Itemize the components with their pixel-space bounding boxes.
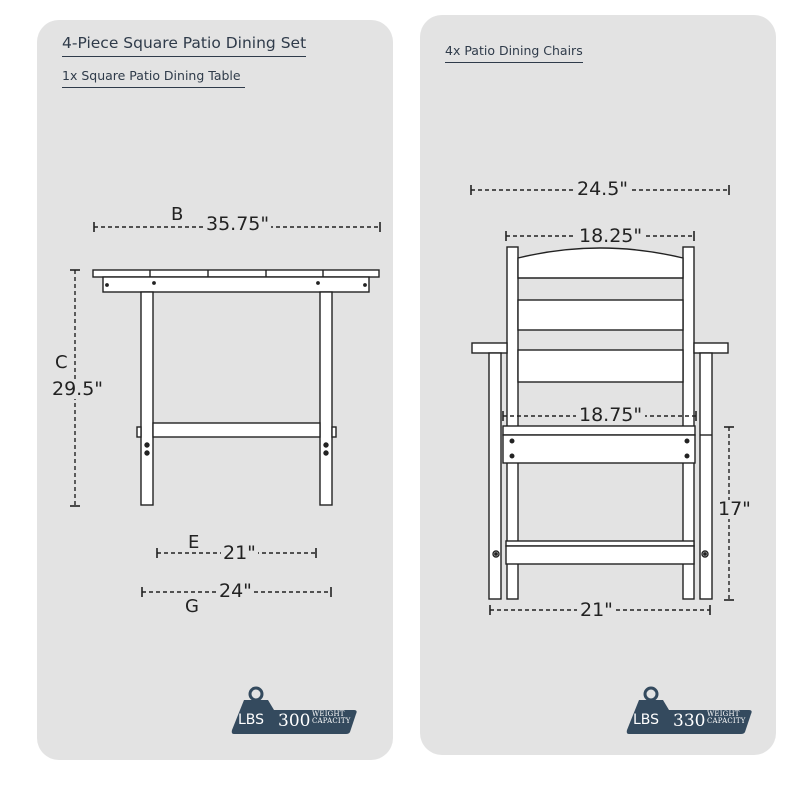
dim-letter-c: C xyxy=(55,352,68,373)
chair-base-width-value: 21" xyxy=(577,601,616,620)
chair-seat-width-value: 18.75" xyxy=(576,406,646,425)
table-height-value: 29.5" xyxy=(52,378,104,400)
dim-letter-g: G xyxy=(185,596,199,617)
weight-icon xyxy=(231,686,357,734)
table-drawing xyxy=(92,269,380,506)
chair-back-width-value: 18.25" xyxy=(576,227,646,246)
badge-unit: LBS xyxy=(633,712,660,728)
badge-unit: LBS xyxy=(238,712,265,728)
dim-letter-b: B xyxy=(171,204,184,225)
table-subtitle: 1x Square Patio Dining Table xyxy=(62,69,245,88)
table-width-value: 35.75" xyxy=(204,213,272,235)
weight-icon xyxy=(626,686,752,734)
chair-drawing xyxy=(471,246,729,600)
chair-seat-height-value: 17" xyxy=(718,498,751,520)
chairs-title: 4x Patio Dining Chairs xyxy=(445,44,583,63)
badge-value: 300 xyxy=(278,711,311,731)
chair-overall-width-value: 24.5" xyxy=(574,180,632,199)
table-outer-base-value: 24" xyxy=(217,580,254,602)
dim-letter-e: E xyxy=(188,532,200,553)
badge-value: 330 xyxy=(673,711,706,731)
table-inner-base-value: 21" xyxy=(221,542,258,564)
set-title: 4-Piece Square Patio Dining Set xyxy=(62,35,307,57)
